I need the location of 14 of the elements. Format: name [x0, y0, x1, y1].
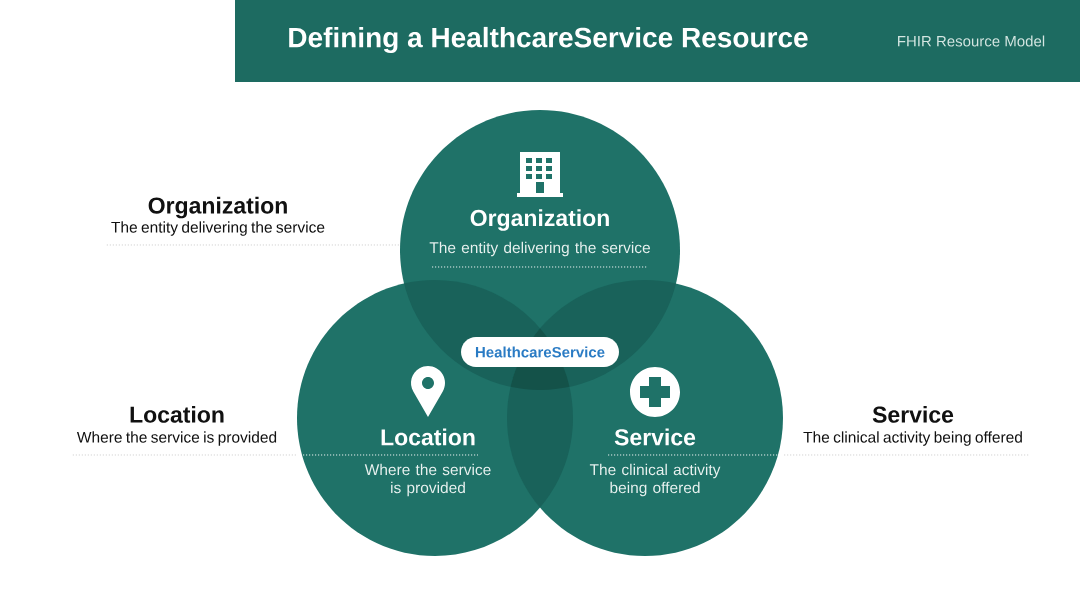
side-heading: Organization [148, 196, 287, 219]
circle-heading: Service [614, 428, 696, 446]
title: Defining a HealthcareService Resource [289, 26, 808, 54]
side-heading: Service [872, 405, 954, 423]
circle-heading: Organization [470, 209, 609, 231]
circle-description: The clinical activity being offered [589, 463, 721, 497]
side-heading: Location [130, 405, 224, 423]
side-description: Where the service is provided [76, 431, 277, 446]
side-description: The entity delivering the service [111, 221, 325, 236]
subtitle: FHIR Resource Model [898, 35, 1045, 47]
circle-description: Where the service is provided [364, 463, 491, 497]
circle-heading: Location [381, 428, 475, 446]
side-description: The clinical activity being offered [803, 431, 1022, 446]
circle-description: The entity delivering the service [429, 241, 650, 257]
